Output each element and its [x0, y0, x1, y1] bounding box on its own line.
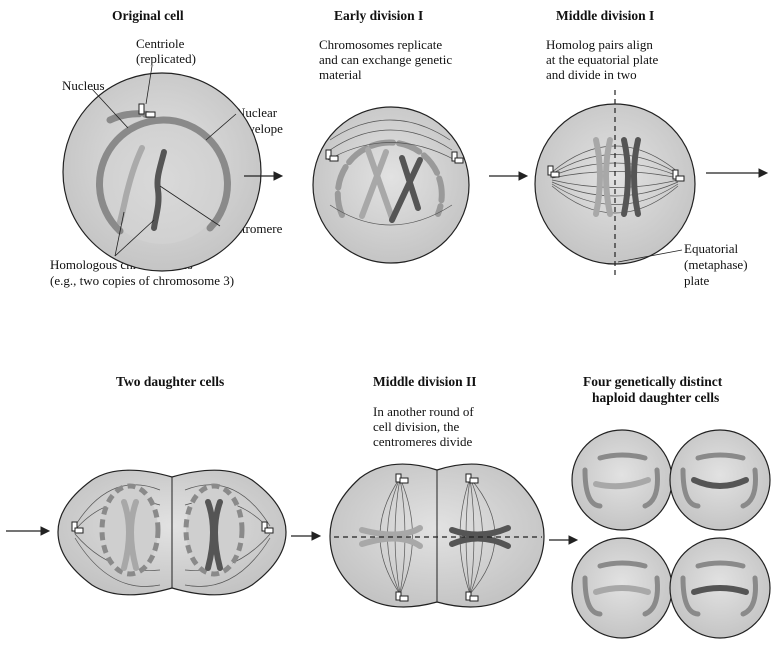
middle-division-1-cell — [535, 90, 695, 278]
haploid-cell-bottom-right — [670, 538, 770, 638]
haploid-cell-top-left — [572, 430, 672, 530]
arrow-right-icon — [706, 169, 767, 177]
middle-division-2-cells — [330, 464, 544, 607]
haploid-cell-top-right — [670, 430, 770, 530]
two-daughter-cells — [58, 470, 286, 595]
arrow-right-icon — [489, 172, 527, 180]
haploid-cell-bottom-left — [572, 538, 672, 638]
arrow-right-icon — [549, 536, 577, 544]
arrow-right-icon — [6, 527, 49, 535]
arrow-right-icon — [291, 532, 320, 540]
original-cell — [63, 66, 261, 271]
early-division-1-cell — [313, 107, 469, 263]
